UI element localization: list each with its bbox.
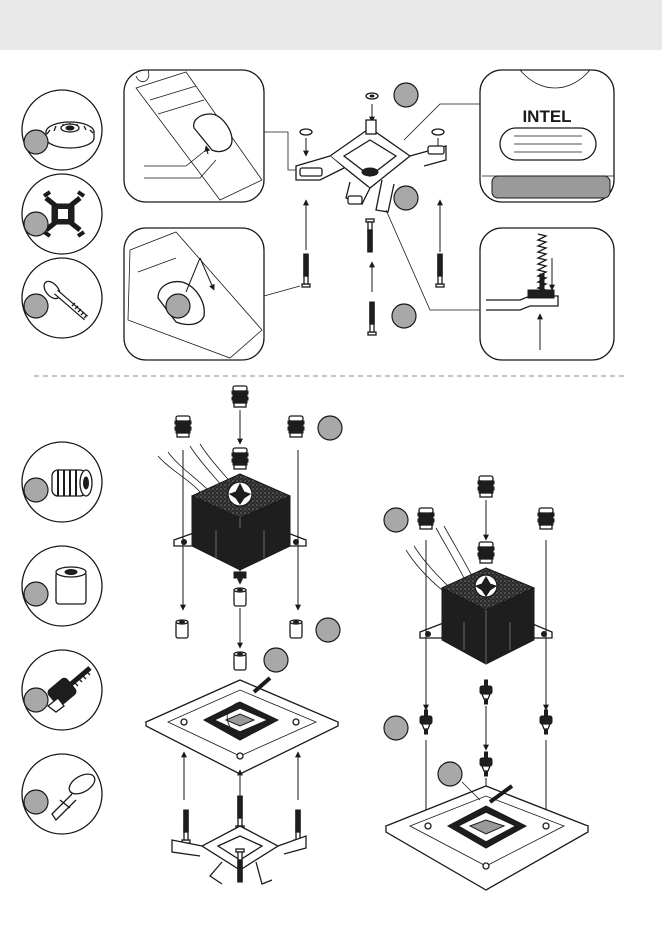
detail-panel-bolt-clearance [480, 228, 614, 360]
part-thumb-nut [22, 90, 102, 170]
intel-label: INTEL [522, 107, 571, 126]
part-spring-screw [22, 442, 102, 522]
part-backplate [22, 174, 102, 254]
pump-assembly-left [146, 386, 342, 884]
pump-assembly-right [384, 476, 588, 890]
detail-panel-slot-1 [124, 70, 264, 202]
detail-panel-slot-2 [124, 228, 264, 360]
part-backplate-screw [22, 258, 102, 338]
part-thumb-screw [22, 650, 102, 730]
callout-badge [24, 130, 48, 154]
detail-panel-intel: INTEL [480, 70, 614, 202]
part-standoff [22, 546, 102, 626]
part-push-pin [22, 754, 102, 834]
